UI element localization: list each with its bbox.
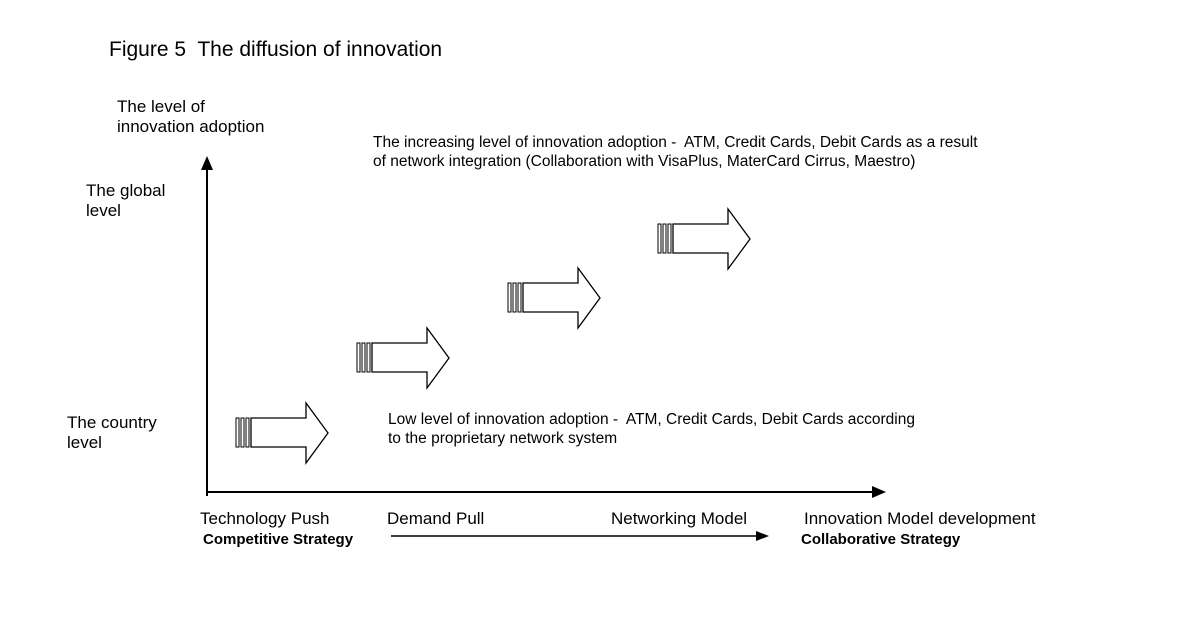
y-axis-arrowhead bbox=[201, 156, 213, 170]
figure-title: Figure 5 The diffusion of innovation bbox=[109, 38, 443, 61]
x-axis-arrowhead bbox=[872, 486, 886, 498]
y-axis-label: The level of innovation adoption bbox=[117, 97, 265, 137]
step-arrow bbox=[235, 401, 329, 465]
stage-label-networking-model: Networking Model bbox=[611, 509, 748, 528]
step-arrow bbox=[507, 266, 601, 330]
strategy-arrowhead bbox=[756, 531, 769, 541]
global-level-label: The global level bbox=[86, 181, 166, 221]
competitive-strategy-label: Competitive Strategy bbox=[203, 531, 354, 548]
stage-label-technology-push: Technology Push bbox=[200, 509, 330, 528]
x-axis bbox=[207, 486, 886, 498]
y-axis bbox=[201, 156, 213, 496]
strategy-arrow bbox=[391, 531, 769, 541]
collaborative-strategy-label: Collaborative Strategy bbox=[801, 531, 961, 548]
stage-label-innovation-model: Innovation Model development bbox=[804, 509, 1036, 528]
high-adoption-note: The increasing level of innovation adopt… bbox=[373, 134, 978, 170]
country-level-label: The country level bbox=[67, 413, 157, 453]
step-arrows bbox=[235, 207, 751, 465]
step-arrow bbox=[356, 326, 450, 390]
step-arrow bbox=[657, 207, 751, 271]
low-adoption-note: Low level of innovation adoption - ATM, … bbox=[388, 411, 915, 447]
stage-label-demand-pull: Demand Pull bbox=[387, 509, 485, 528]
